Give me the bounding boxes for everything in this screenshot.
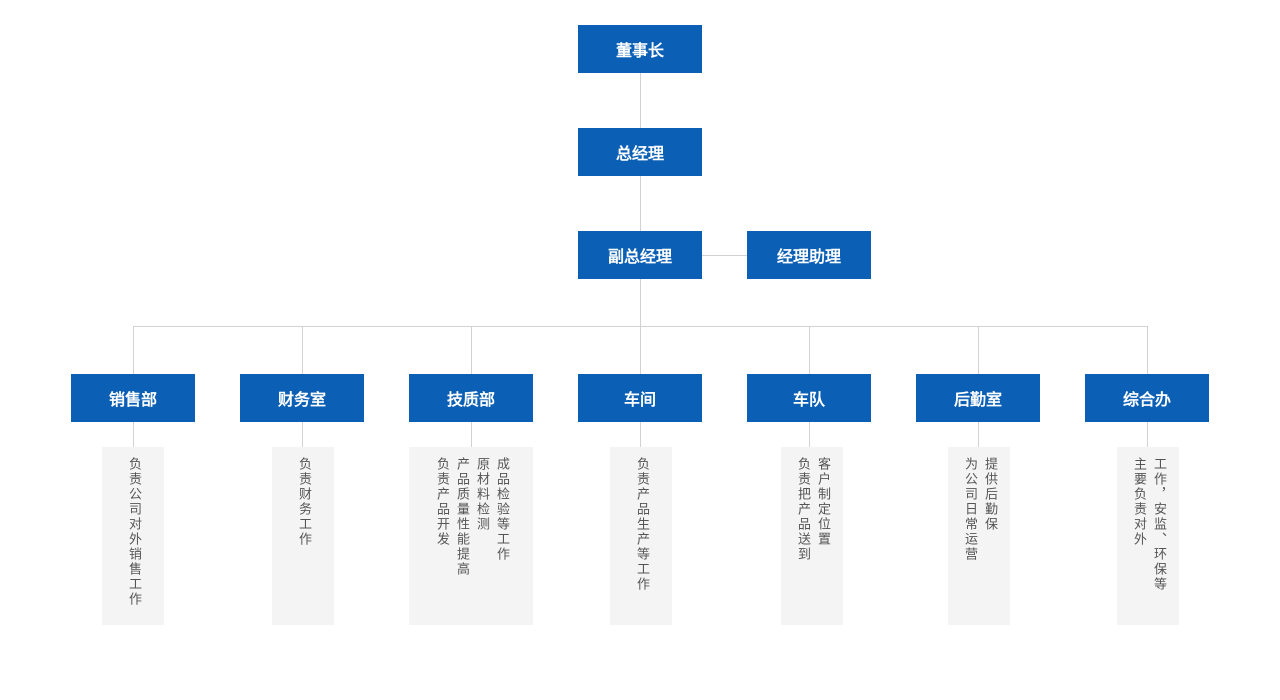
connector-dept-desc-3 <box>471 421 472 447</box>
desc-text: 负责公司对外销售工作 <box>126 457 141 607</box>
node-dept-workshop: 车间 <box>578 374 702 422</box>
desc-text: 负责把产品送到 <box>795 457 810 562</box>
desc-box-workshop: 负责产品生产等工作 <box>610 447 672 625</box>
desc-text: 原材料检测 <box>474 457 489 532</box>
connector-chairman-gm <box>640 73 641 128</box>
connector-dept-desc-7 <box>1147 421 1148 447</box>
desc-box-finance: 负责财务工作 <box>272 447 334 625</box>
desc-box-sales: 负责公司对外销售工作 <box>102 447 164 625</box>
connector-dept-desc-4 <box>640 421 641 447</box>
desc-box-tech-quality: 成品检验等工作 原材料检测 产品质量性能提高 负责产品开发 <box>409 447 533 625</box>
connector-bus-dept-6 <box>978 326 979 374</box>
node-dept-fleet: 车队 <box>747 374 871 422</box>
connector-bus-dept-2 <box>302 326 303 374</box>
connector-gm-deputy <box>640 176 641 231</box>
node-dept-tech-quality: 技质部 <box>409 374 533 422</box>
connector-dept-desc-5 <box>809 421 810 447</box>
node-general-manager: 总经理 <box>578 128 702 176</box>
connector-bus-dept-5 <box>809 326 810 374</box>
desc-text: 为公司日常运营 <box>962 457 977 562</box>
desc-box-general-office: 工作，安监、环保等 主要负责对外 <box>1117 447 1179 625</box>
desc-box-fleet: 客户制定位置 负责把产品送到 <box>781 447 843 625</box>
node-chairman: 董事长 <box>578 25 702 73</box>
connector-bus-dept-7 <box>1147 326 1148 374</box>
connector-dept-desc-6 <box>978 421 979 447</box>
connector-dept-desc-2 <box>302 421 303 447</box>
desc-text: 成品检验等工作 <box>494 457 509 562</box>
desc-text: 负责财务工作 <box>296 457 311 547</box>
desc-text: 提供后勤保 <box>982 457 997 532</box>
desc-text: 主要负责对外 <box>1131 457 1146 547</box>
node-dept-sales: 销售部 <box>71 374 195 422</box>
desc-text: 客户制定位置 <box>815 457 830 547</box>
node-dept-finance: 财务室 <box>240 374 364 422</box>
connector-bus-dept-3 <box>471 326 472 374</box>
node-dept-general-office: 综合办 <box>1085 374 1209 422</box>
desc-text: 工作，安监、环保等 <box>1151 457 1166 592</box>
connector-deputy-assistant <box>702 255 747 256</box>
node-deputy-general-manager: 副总经理 <box>578 231 702 279</box>
desc-text: 负责产品生产等工作 <box>634 457 649 592</box>
desc-text: 负责产品开发 <box>434 457 449 547</box>
desc-text: 产品质量性能提高 <box>454 457 469 577</box>
connector-bus-dept-1 <box>133 326 134 374</box>
desc-box-logistics: 提供后勤保 为公司日常运营 <box>948 447 1010 625</box>
connector-deputy-bus <box>640 278 641 326</box>
node-dept-logistics: 后勤室 <box>916 374 1040 422</box>
connector-bus-dept-4 <box>640 326 641 374</box>
node-manager-assistant: 经理助理 <box>747 231 871 279</box>
connector-dept-desc-1 <box>133 421 134 447</box>
